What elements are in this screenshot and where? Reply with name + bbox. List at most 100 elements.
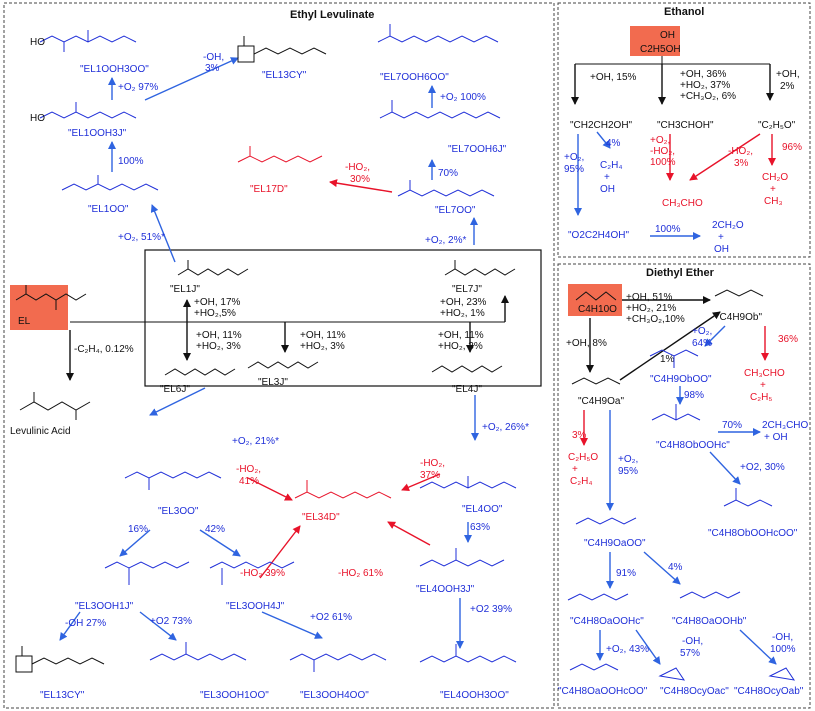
arrow-el3ooh1j-to-el3ooh1oo — [139, 611, 177, 641]
eth-2ch2o: 2CH₂O — [712, 220, 744, 231]
c4h9oa-structure — [571, 377, 621, 385]
eth-r-100: 100% — [650, 157, 676, 168]
el1ooh3oo-label: "EL1OOH3OO" — [80, 64, 149, 75]
c4h8oaoohb-label: "C4H8OaOOHb" — [672, 616, 747, 627]
el7j-structure — [444, 260, 516, 276]
el1ooh3oo-structure — [39, 30, 137, 52]
dee-label-98: 98% — [684, 390, 704, 401]
label-16: 16% — [128, 524, 148, 535]
label-o2-26: +O₂, 26%* — [482, 422, 529, 433]
ethanol-fuel-box — [630, 26, 680, 56]
el4ooh3j-label: "EL4OOH3J" — [416, 584, 475, 595]
label-ho2-30b: 30% — [350, 174, 370, 185]
el34d-label: "EL34D" — [302, 512, 340, 523]
el7oo-structure — [397, 180, 495, 197]
levulinic-acid-label: Levulinic Acid — [10, 426, 71, 437]
arrow-c4h9oa-to-c4h9ob — [619, 311, 721, 381]
el-fuel-box — [10, 285, 68, 330]
dee-label-ch3o2-10: +CH₃O₂,10% — [626, 314, 685, 325]
eth-label-oh2a: +OH, — [776, 69, 800, 80]
dee-label-o2-64b: 64% — [692, 338, 712, 349]
el4ooh3oo-structure — [419, 644, 517, 663]
c4h9oboo-structure — [649, 349, 699, 368]
el4ooh3j-structure — [419, 548, 505, 567]
c4h8oaoohcoo-structure — [569, 663, 619, 671]
arrow-el3ooh1j-to-el13cy — [59, 611, 81, 641]
ho-label-2: HO — [30, 113, 45, 124]
dee-fuel-formula: C4H10O — [578, 304, 617, 315]
el3ooh4oo-label: "EL3OOH4OO" — [300, 690, 369, 701]
eth-r-o2: +O₂, — [650, 135, 670, 146]
el1oo-label: "EL1OO" — [88, 204, 129, 215]
label-o2-73: +O2 73% — [150, 616, 192, 627]
ho-label-1: HO — [30, 37, 45, 48]
dee-fuel-structure — [575, 291, 617, 301]
dee-label-oh100a: -OH, — [772, 632, 793, 643]
o2c2h4oh-label: "O2C2H4OH" — [568, 230, 629, 241]
el-fuel-label: EL — [18, 316, 31, 327]
el1ooh3j-label: "EL1OOH3J" — [68, 128, 127, 139]
eth-oh-product: OH — [600, 184, 615, 195]
el7oo-label: "EL7OO" — [435, 205, 476, 216]
c4h8oaoohcoo-label: "C4H8OaOOHcOO" — [558, 686, 648, 697]
el3oo-label: "EL3OO" — [158, 506, 199, 517]
el3ooh1j-label: "EL3OOH1J" — [75, 601, 134, 612]
label-oh17: +OH, 17% — [194, 297, 241, 308]
el3oo-structure — [124, 471, 222, 490]
label-70: 70% — [438, 168, 458, 179]
el7ooh6j-label: "EL7OOH6J" — [448, 144, 507, 155]
label-ho2-37b: 37% — [420, 470, 440, 481]
c4h8obooh-structure — [651, 404, 701, 421]
eth-label-o2-95b: 95% — [564, 164, 584, 175]
diethyl-ether-title: Diethyl Ether — [646, 267, 715, 279]
c4h8oboohcoo-label: "C4H8ObOOHcOO" — [708, 528, 798, 539]
dee-label-3: 3% — [572, 430, 587, 441]
el3ooh4j-label: "EL3OOH4J" — [226, 601, 285, 612]
arrow-el3oo-to-el34d — [247, 477, 293, 501]
dee-2ch3cho: 2CH₃CHO — [762, 420, 809, 431]
el3ooh4oo-structure — [289, 653, 387, 672]
dee-c2h5: C₂H₅ — [750, 392, 772, 403]
ethanol-fuel-formula: C2H5OH — [640, 44, 681, 55]
ethanol-title: Ethanol — [664, 6, 704, 18]
dee-label-oh8: +OH, 8% — [566, 338, 607, 349]
arrow-c4h9aoo-to-c4h8oaoohb — [643, 551, 681, 585]
ch3choh-label: "CH3CHOH" — [657, 120, 714, 131]
c4h9ob-label: "C4H9Ob" — [716, 312, 762, 323]
eth-ch3: CH₃ — [764, 196, 783, 207]
el-fuel-structure — [15, 285, 87, 310]
dee-label-oh57b: 57% — [680, 648, 700, 659]
el1ooh3j-structure — [39, 102, 137, 119]
eth-label-96: 96% — [782, 142, 802, 153]
el7j-label: "EL7J" — [452, 284, 482, 295]
label-o2-97: +O₂ 97% — [118, 82, 158, 93]
dee-label-ho2-21: +HO₂, 21% — [626, 303, 676, 314]
eth-r2-ho2: -HO₂, — [728, 146, 753, 157]
label-42: 42% — [205, 524, 225, 535]
eth-label-100: 100% — [655, 224, 681, 235]
el4oo-structure — [419, 476, 517, 489]
c4h8ocyoac-structure — [658, 667, 686, 681]
arrow-el3ooh4j-to-el3ooh4oo — [261, 611, 323, 639]
arrow-el4ooh3j-to-el34d — [387, 521, 431, 546]
el13cy-bottom-structure — [15, 646, 105, 673]
el3ooh1oo-label: "EL3OOH1OO" — [200, 690, 269, 701]
el7ooh6j-structure — [379, 100, 501, 119]
c4h9oa-label: "C4H9Oa" — [578, 396, 624, 407]
el7ooh6oo-structure — [377, 24, 499, 43]
label-ho2-3-el4j: +HO₂, 3% — [438, 341, 483, 352]
arrow-c4h8oaoohb-to-c4h8ocyoab — [739, 629, 777, 665]
eth-plus-2: + — [770, 184, 776, 195]
label-oh11-el6j: +OH, 11% — [196, 330, 242, 341]
arrow-el7oo-to-el17d — [329, 179, 393, 193]
label-ho2-3-el3j: +HO₂, 3% — [300, 341, 345, 352]
label-o2-100: +O₂ 100% — [440, 92, 486, 103]
el1j-label: "EL1J" — [170, 284, 200, 295]
dee-c2h4: C₂H₄ — [570, 476, 592, 487]
eth-ch2o: CH₂O — [762, 172, 788, 183]
el4ooh3oo-label: "EL4OOH3OO" — [440, 690, 509, 701]
dee-plus-2: + — [572, 464, 578, 475]
c4h8ocyoab-structure — [768, 667, 796, 681]
eth-oh-2: OH — [714, 244, 729, 255]
